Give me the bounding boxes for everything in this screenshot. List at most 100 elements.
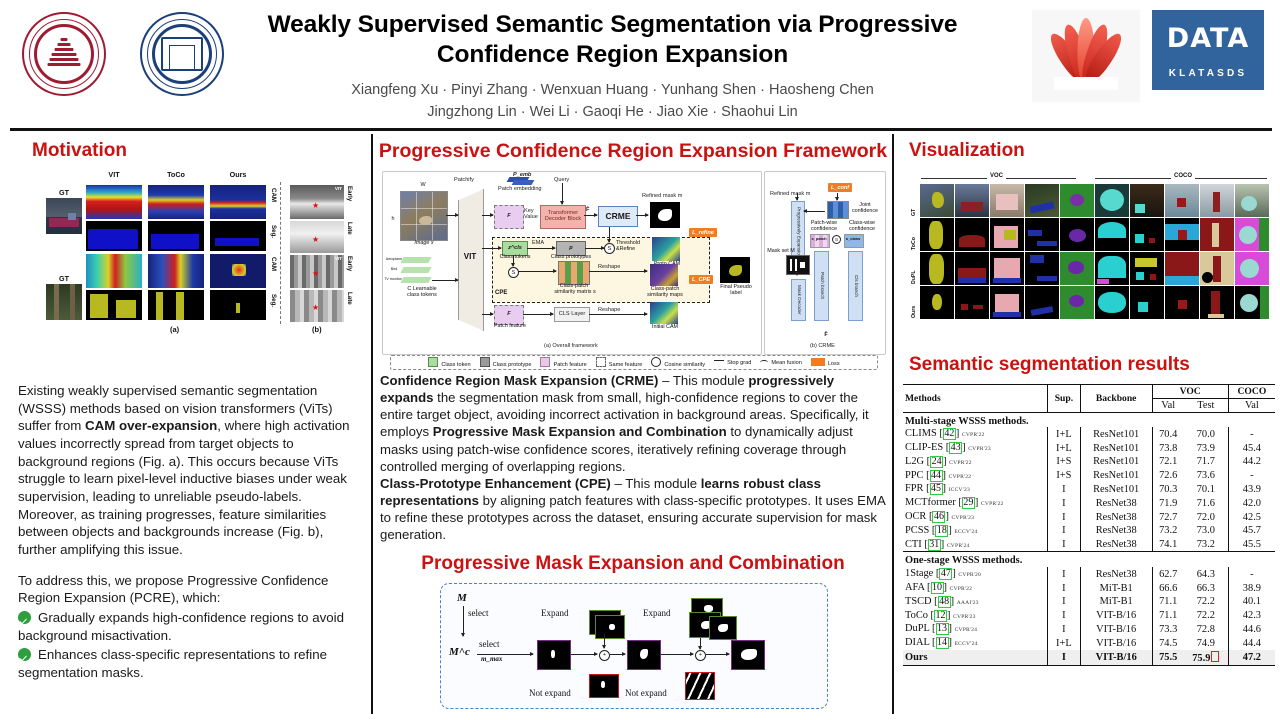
fw-b-joint-conf-grid bbox=[827, 201, 849, 219]
cpe-bold-2: learns robust class representations bbox=[380, 475, 821, 509]
crme-bold-3: Progressive Mask Expansion and Combinati… bbox=[432, 424, 727, 440]
fw-label-class-prototypes: Class prototypes bbox=[550, 254, 592, 260]
cell-sup: I+L bbox=[1046, 427, 1081, 442]
fw-label-matrix-1: Class-patch bbox=[559, 283, 589, 289]
fig-gt-label-1: GT bbox=[59, 188, 69, 197]
viz-cell bbox=[1200, 218, 1234, 251]
pme-label-not-expand-2: Not expand bbox=[625, 687, 667, 698]
fw-b-patchwise-2: confidence bbox=[810, 226, 838, 232]
fig-b-cell-4: ★ bbox=[290, 290, 344, 322]
fw-loss-cpe: L_CPE bbox=[689, 275, 713, 284]
legend-item-mean-fusion: Mean fusion bbox=[760, 359, 802, 366]
fw-initial-cam-image bbox=[650, 302, 678, 324]
crme-text-b: the segmentation mask from small, high-c… bbox=[380, 390, 869, 440]
title-line-1: Weakly Supervised Semantic Segmentation … bbox=[267, 11, 958, 38]
fw-b-arrow-prog-mask bbox=[795, 193, 799, 201]
crme-bold: Confidence Region Mask Expansion (CRME) bbox=[380, 373, 659, 388]
fw-b-joint-1: Joint bbox=[859, 202, 871, 208]
fig-b-label-late-1: Late bbox=[346, 222, 353, 235]
viz-cell bbox=[1095, 286, 1129, 319]
fig-cell-cam-vit-1 bbox=[86, 185, 142, 219]
motivation-bullet-2: Enhances class-specific representations … bbox=[18, 646, 362, 681]
cell-sup: I bbox=[1046, 594, 1081, 609]
viz-row-label-dupl: DuPL bbox=[911, 270, 917, 284]
viz-cell bbox=[920, 286, 954, 319]
fw-b-mask-decoder: Mask Decoder bbox=[791, 279, 806, 321]
cell-voc-val: 72.1 bbox=[1151, 455, 1184, 469]
fw-b-sclass-label: s_class bbox=[845, 236, 861, 241]
group-label-onestage: One-stage WSSS methods. bbox=[903, 551, 1275, 568]
fw-box-F: F bbox=[494, 205, 524, 229]
fig-gt-image-2 bbox=[46, 284, 82, 320]
cell-sup: I+L bbox=[1046, 441, 1081, 456]
pme-arrow-2 bbox=[610, 651, 626, 656]
legend-item-class-token: Class token bbox=[428, 357, 471, 368]
cell-voc-test: 66.3 bbox=[1196, 582, 1215, 594]
title-line-2: Confidence Region Expansion bbox=[436, 40, 789, 68]
fw-label-learnable-1: C Learnable bbox=[407, 286, 437, 292]
cell-coco-val: 47.2 bbox=[1227, 650, 1275, 666]
authors-line-2: Jingzhong Lin · Wei Li · Gaoqi He · Jiao… bbox=[427, 104, 798, 121]
framework-diagram: W h Image x Aeroplane Bird TV monitor C … bbox=[380, 171, 886, 370]
cell-voc-val: 70.4 bbox=[1151, 427, 1184, 442]
motivation-paragraph-2: To address this, we propose Progressive … bbox=[18, 572, 329, 606]
viz-cell bbox=[1235, 286, 1269, 319]
fw-final-pseudo-image bbox=[720, 257, 750, 283]
fw-b-arrow-joint-loss bbox=[835, 193, 839, 201]
legend-item-cosine-similarity: Cosine similarity bbox=[651, 357, 705, 368]
fw-arrow-dec-crme bbox=[584, 213, 598, 217]
cell-coco-val: 38.9 bbox=[1227, 581, 1275, 595]
cell-voc-test: 71.6 bbox=[1196, 497, 1215, 509]
fw-proto-cam-image bbox=[652, 237, 680, 261]
fw-label-reshape-2: Reshape bbox=[598, 307, 621, 313]
table-header-row-2: Val Test Val bbox=[903, 398, 1275, 413]
cpe-paragraph: Class-Prototype Enhancement (CPE) – This… bbox=[380, 475, 886, 544]
group-label-multistage: Multi-stage WSSS methods. bbox=[903, 411, 1275, 428]
cell-backbone: VIT-B/16 bbox=[1079, 636, 1153, 651]
cell-sup: I+S bbox=[1046, 455, 1081, 469]
framework-heading: Progressive Confidence Region Expansion … bbox=[378, 140, 888, 162]
cell-method: PPC [44] CVPR'22 bbox=[905, 469, 972, 482]
fw-label-h: h bbox=[391, 216, 395, 222]
cell-voc-test: 72.8 bbox=[1196, 623, 1215, 635]
fw-b-patch-branch: Patch branch bbox=[814, 251, 829, 321]
poster-header: Weakly Supervised Semantic Segmentation … bbox=[0, 0, 1280, 128]
pme-arrow-mc bbox=[477, 651, 534, 656]
viz-cell bbox=[1095, 184, 1129, 217]
viz-cell bbox=[990, 286, 1024, 319]
viz-cell bbox=[1130, 252, 1164, 285]
fig-divider bbox=[280, 182, 281, 324]
legend-item-stop-grad: Stop grad bbox=[714, 359, 751, 366]
fig-b-cell-1: ★ VIT bbox=[290, 185, 344, 219]
th-sup: Sup. bbox=[1046, 384, 1081, 413]
cell-voc-val: 62.7 bbox=[1151, 567, 1184, 582]
cpe-bold: Class-Prototype Enhancement (CPE) bbox=[380, 475, 611, 491]
fig-caption-a: (a) bbox=[170, 325, 180, 334]
th-methods: Methods bbox=[903, 384, 1048, 413]
cell-backbone: ResNet38 bbox=[1079, 496, 1153, 511]
viz-row-label-ours: Ours bbox=[911, 305, 917, 318]
fw-cosine-circle-1: S bbox=[604, 243, 615, 254]
fw-arrow-matrix-maps bbox=[589, 269, 648, 273]
cell-backbone: ResNet101 bbox=[1079, 427, 1153, 442]
cell-voc-val: 73.2 bbox=[1151, 523, 1184, 538]
pme-arrow-down bbox=[461, 605, 465, 637]
fw-class-token-1 bbox=[400, 257, 432, 263]
viz-cell bbox=[1130, 184, 1164, 217]
pme-heading: Progressive Mask Expansion and Combinati… bbox=[421, 552, 845, 574]
pme-mask-notexpand-2 bbox=[685, 671, 715, 700]
viz-group-label-voc: VOC bbox=[987, 173, 1007, 179]
fw-class-name-2: TV monitor bbox=[384, 277, 402, 281]
fw-caption-a: (a) Overall framework bbox=[544, 343, 598, 349]
fw-b-fbar: F̄ bbox=[824, 332, 828, 338]
fw-class-patch-matrix bbox=[558, 261, 590, 285]
pme-label-mmax: m_max bbox=[481, 654, 503, 663]
